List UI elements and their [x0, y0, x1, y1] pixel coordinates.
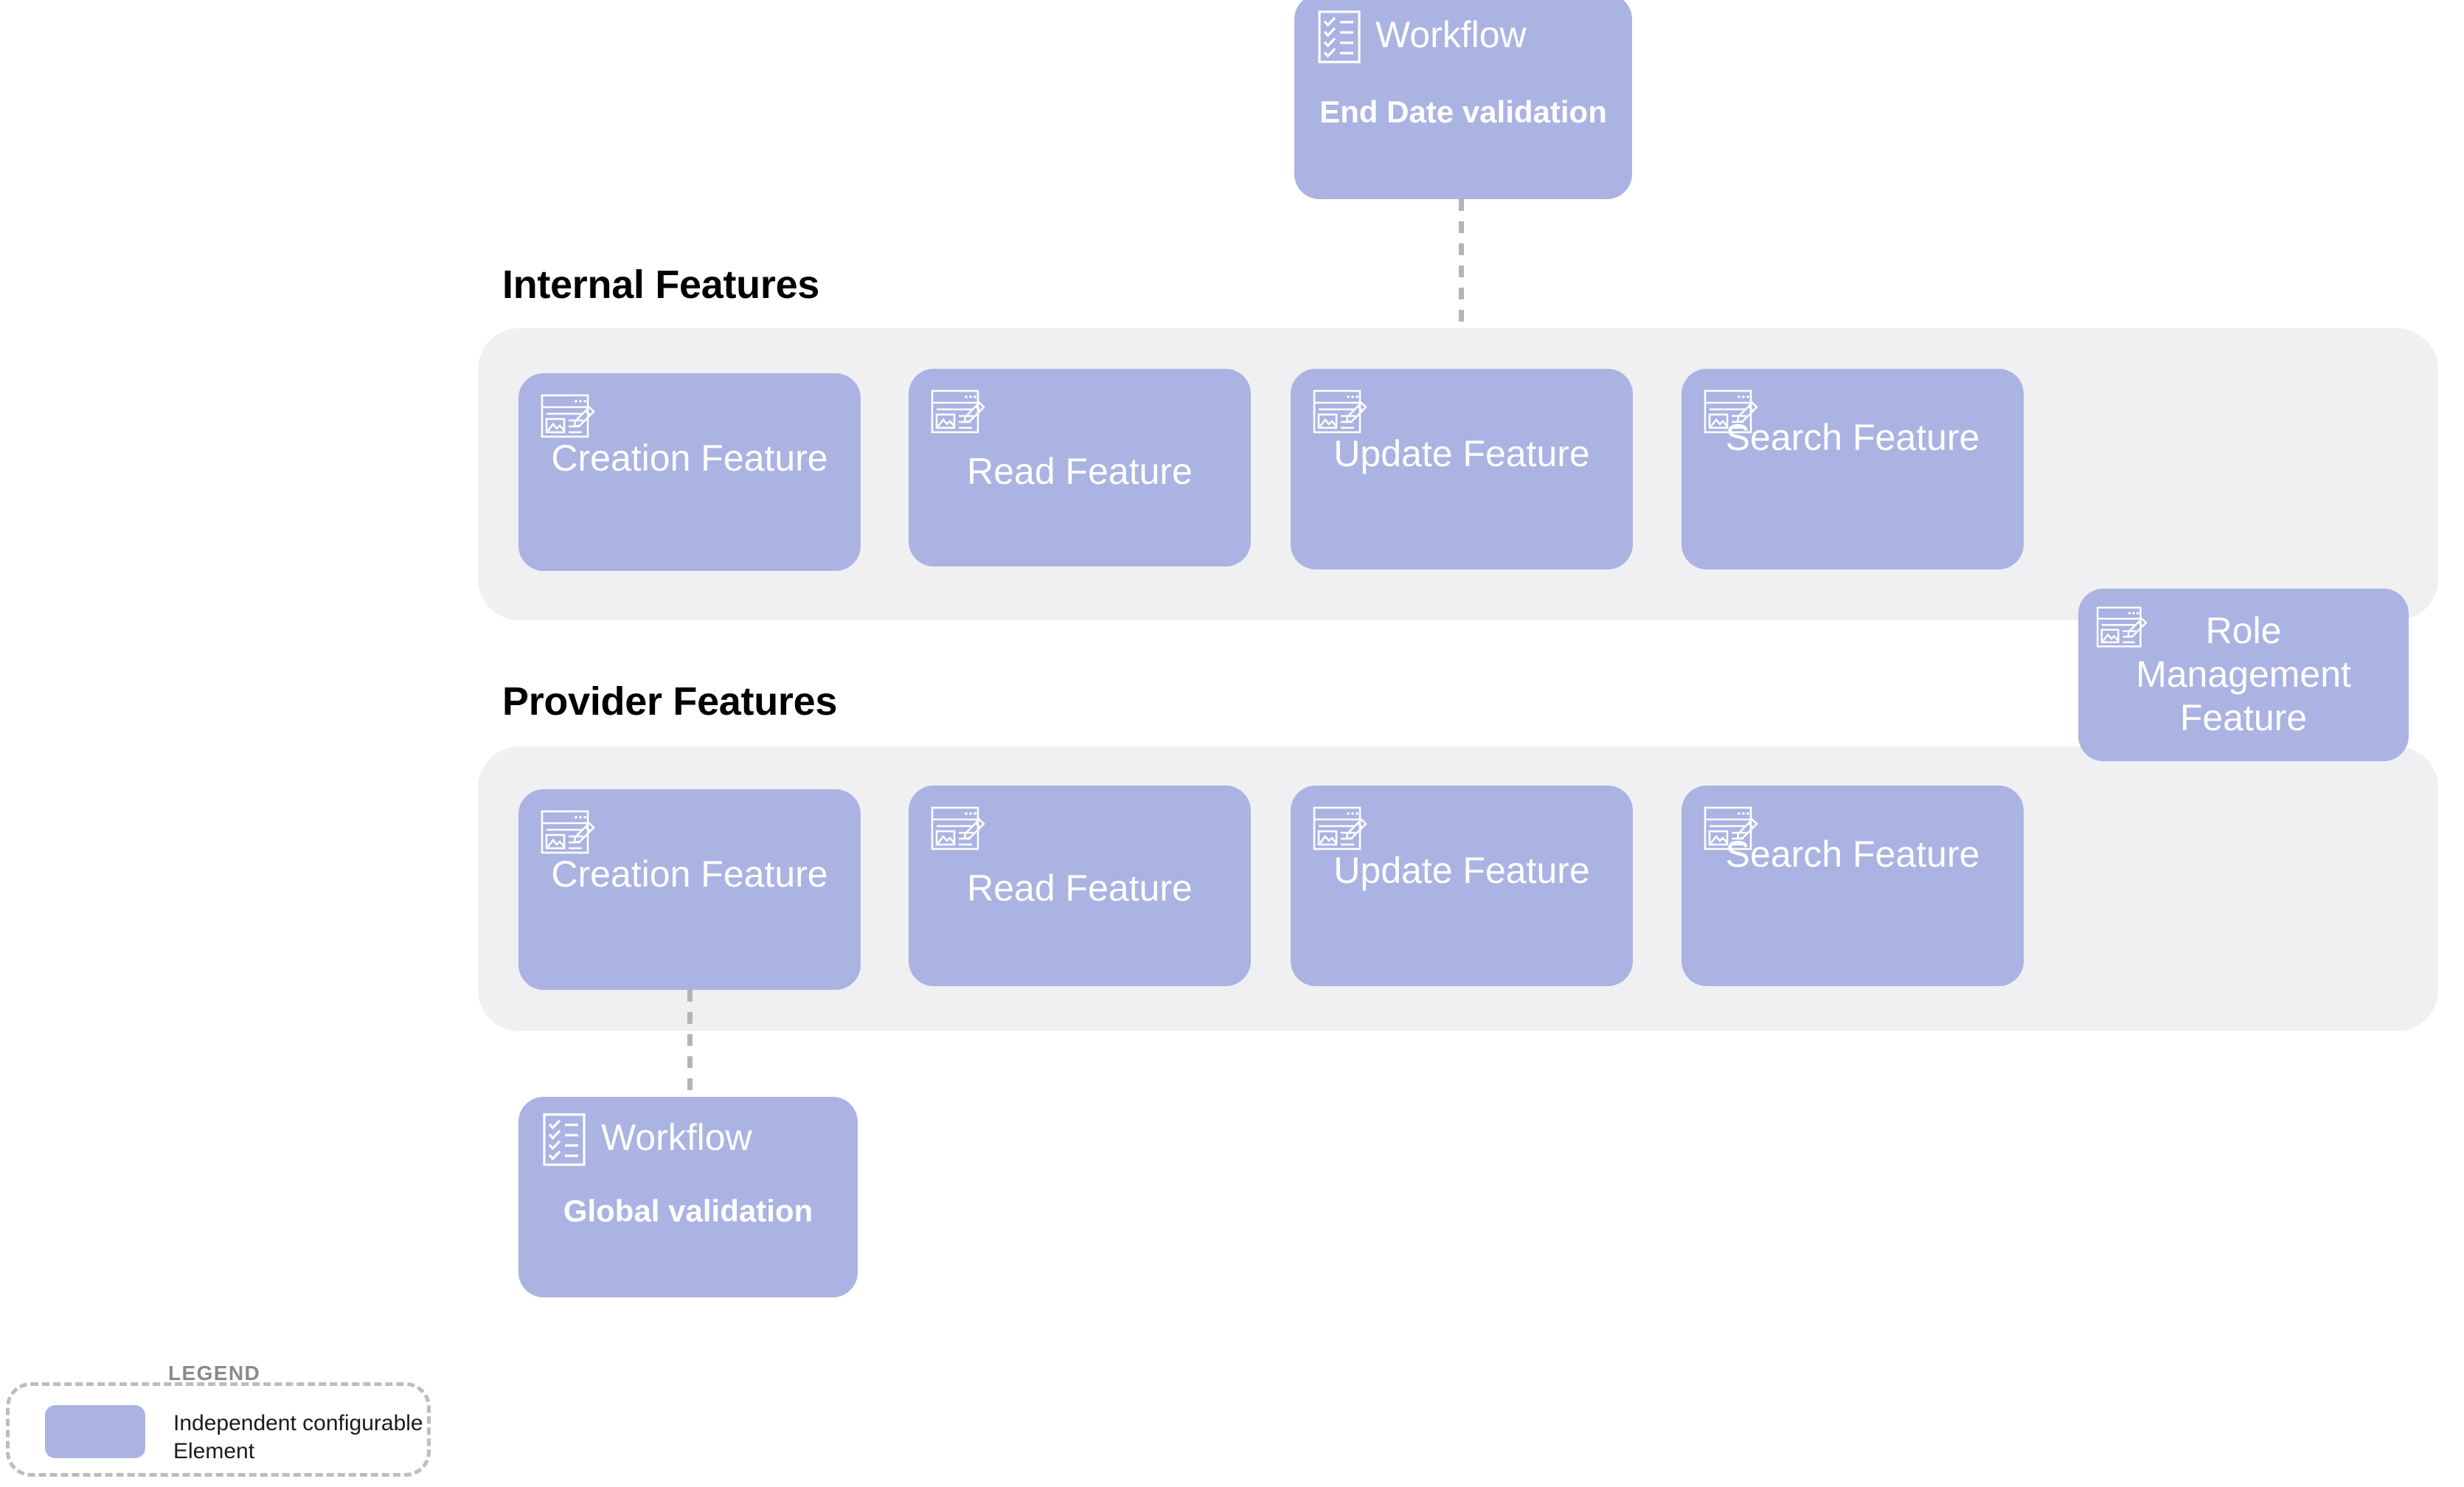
window-edit-icon: [1313, 388, 1367, 437]
section-heading-internal: Internal Features: [502, 263, 820, 307]
feature-card-label: Update Feature: [1333, 433, 1590, 474]
workflow-card-end-date[interactable]: Workflow End Date validation: [1294, 0, 1632, 199]
feature-card-label: Search Feature: [1725, 833, 1980, 875]
feature-card-label: Creation Feature: [551, 437, 828, 479]
feature-card-label: Read Feature: [967, 451, 1193, 492]
connector-endddate-to-update: [1459, 199, 1464, 376]
legend-box: Independent configurable Element: [6, 1382, 431, 1477]
legend-title: LEGEND: [168, 1362, 261, 1384]
legend-item-label: Independent configurable Element: [173, 1411, 423, 1463]
feature-card-internal-creation[interactable]: Creation Feature: [518, 373, 861, 571]
workflow-title: Workflow: [601, 1117, 752, 1158]
feature-card-internal-search[interactable]: Search Feature: [1682, 369, 2024, 569]
window-edit-icon: [541, 808, 595, 857]
legend-swatch-independent-element: [45, 1405, 145, 1458]
checklist-icon: [543, 1113, 586, 1166]
feature-card-provider-read[interactable]: Read Feature: [909, 786, 1251, 986]
feature-card-label: Update Feature: [1333, 850, 1590, 891]
workflow-card-global[interactable]: Workflow Global validation: [518, 1097, 858, 1297]
window-edit-icon: [931, 805, 985, 853]
feature-card-internal-update[interactable]: Update Feature: [1291, 369, 1633, 569]
feature-card-provider-creation[interactable]: Creation Feature: [518, 789, 861, 990]
feature-card-label: Role Management Feature: [2136, 610, 2351, 738]
workflow-subtitle: End Date validation: [1319, 94, 1607, 129]
window-edit-icon: [1704, 805, 1758, 853]
window-edit-icon: [1704, 388, 1758, 437]
feature-card-provider-search[interactable]: Search Feature: [1682, 786, 2024, 986]
window-edit-icon: [1313, 805, 1367, 853]
feature-card-label: Creation Feature: [551, 853, 828, 895]
workflow-title: Workflow: [1375, 14, 1527, 55]
feature-card-provider-update[interactable]: Update Feature: [1291, 786, 1633, 986]
feature-card-label: Search Feature: [1725, 417, 1980, 458]
section-heading-provider: Provider Features: [502, 679, 838, 724]
feature-card-role-management[interactable]: Role Management Feature: [2078, 589, 2409, 761]
window-edit-icon: [541, 392, 595, 441]
workflow-subtitle: Global validation: [563, 1193, 813, 1228]
window-edit-icon: [931, 388, 985, 437]
connector-creation-to-global: [687, 990, 693, 1099]
window-edit-icon: [2096, 605, 2148, 651]
feature-card-label: Read Feature: [967, 867, 1193, 909]
checklist-icon: [1318, 10, 1361, 63]
feature-card-internal-read[interactable]: Read Feature: [909, 369, 1251, 566]
